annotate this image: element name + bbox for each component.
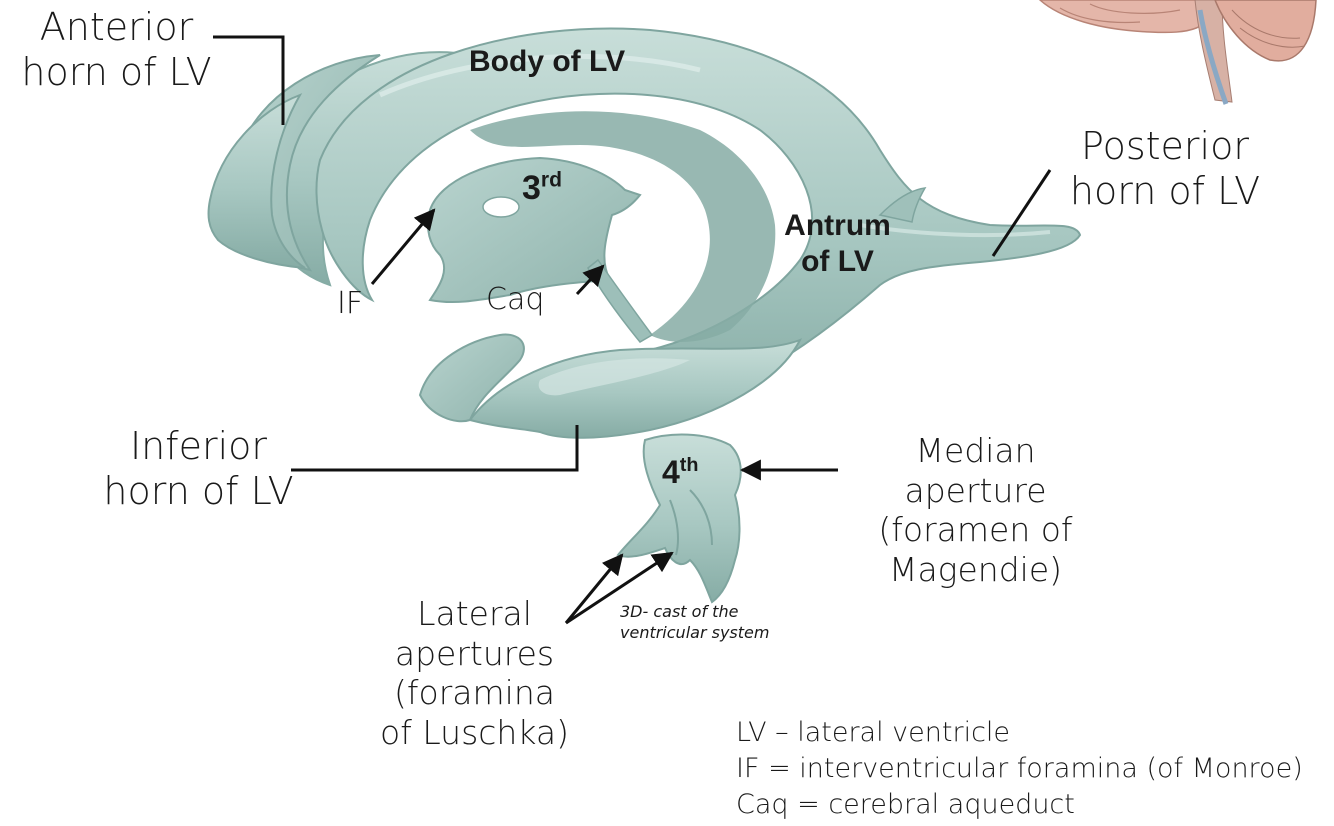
legend-caq: Caq = cerebral aqueduct xyxy=(736,787,1303,823)
if-arrow xyxy=(372,210,434,284)
posterior-horn-label: Posterior horn of LV xyxy=(1040,124,1290,214)
if-label: IF xyxy=(337,286,363,321)
third-ventricle-label: 3rd xyxy=(522,168,562,208)
inferior-horn-label: Inferior horn of LV xyxy=(86,424,311,514)
legend-if: IF = interventricular foramina (of Monro… xyxy=(736,751,1303,787)
anterior-horn-label: Anterior horn of LV xyxy=(4,5,229,95)
brain-thumbnail-icon xyxy=(1040,0,1316,104)
body-of-lv-label: Body of LV xyxy=(469,44,625,79)
abbreviation-legend: LV – lateral ventricle IF = interventric… xyxy=(736,715,1303,823)
antrum-label: Antrum of LV xyxy=(765,208,910,280)
legend-lv: LV – lateral ventricle xyxy=(736,715,1303,751)
median-aperture-label: Median aperture (foramen of Magendie) xyxy=(848,431,1103,589)
lateral-apertures-label: Lateral apertures (foramina of Luschka) xyxy=(362,594,587,752)
cast-caption: 3D- cast of the ventricular system xyxy=(620,602,769,644)
caq-label: Caq xyxy=(486,282,544,317)
fourth-ventricle-label: 4th xyxy=(662,454,699,492)
